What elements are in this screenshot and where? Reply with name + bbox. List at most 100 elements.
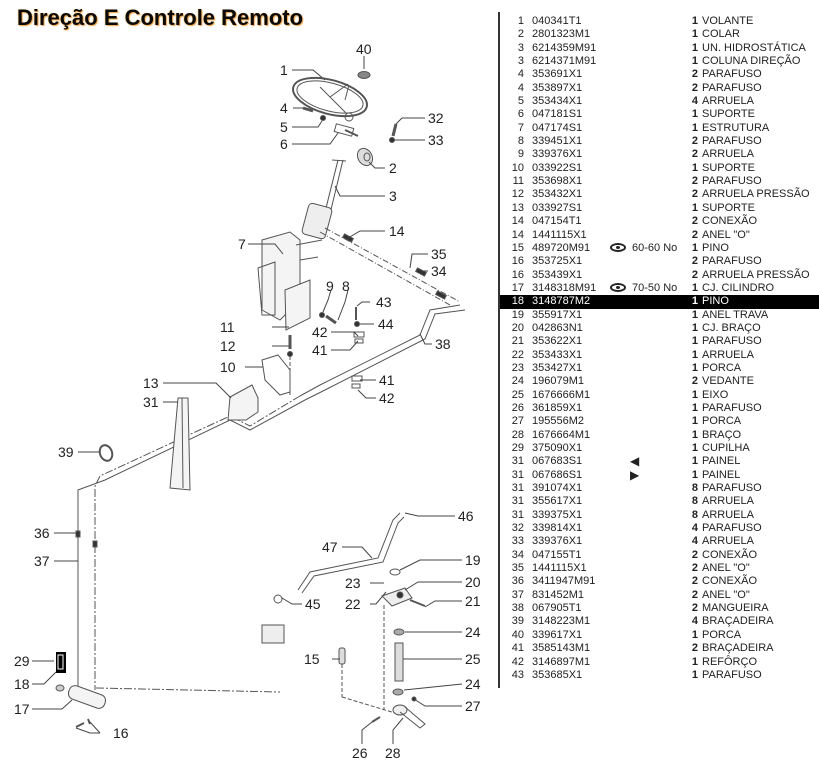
- part-note: ◀: [630, 455, 639, 469]
- ref-number: 4: [517, 68, 524, 81]
- callout: 22: [345, 596, 361, 612]
- quantity: 1: [691, 321, 698, 334]
- callout: 42: [312, 324, 328, 340]
- description: PARAFUSO: [702, 335, 762, 348]
- ref-number: 31: [511, 508, 524, 521]
- description: ARRUELA PRESSÃO: [702, 188, 810, 201]
- ref-number: 10: [511, 161, 524, 174]
- callout: 42: [379, 390, 395, 406]
- ref-number: 23: [511, 361, 524, 374]
- description: ANEL TRAVA: [702, 308, 769, 321]
- structure-part: [257, 231, 323, 331]
- description: VOLANTE: [702, 15, 754, 27]
- part-number: 6214359M91: [532, 41, 597, 54]
- quantity: 2: [691, 548, 698, 561]
- callout: 23: [345, 575, 361, 591]
- ref-number: 31: [511, 468, 524, 481]
- part-number: 3411947M91: [532, 575, 596, 588]
- quantity: 1: [691, 241, 698, 254]
- bolt-26: [371, 716, 381, 723]
- callout: 15: [304, 651, 320, 667]
- quantity: 1: [691, 388, 698, 401]
- quantity: 1: [691, 401, 698, 414]
- shaft-25: [394, 642, 404, 682]
- part-number: 195556M2: [532, 415, 584, 428]
- callout: 2: [389, 160, 397, 176]
- quantity: 2: [691, 642, 698, 655]
- ref-number: 25: [511, 388, 524, 401]
- ref-number: 13: [511, 201, 524, 214]
- part-number: 339814X1: [532, 522, 583, 535]
- description: ARRUELA: [702, 535, 754, 548]
- part-number: 047174S1: [532, 121, 583, 134]
- part-number: 1441115X1: [532, 562, 587, 575]
- callout: 46: [458, 508, 474, 524]
- eye-icon: [610, 283, 626, 293]
- description: BRAÇADEIRA: [702, 642, 774, 655]
- panel-31: [169, 397, 191, 491]
- part-number: 042863N1: [532, 321, 583, 334]
- ref-number: 11: [512, 175, 524, 188]
- part-number: 353698X1: [532, 175, 583, 188]
- seal-24-top: [393, 628, 405, 636]
- description: CONEXÃO: [702, 215, 758, 228]
- description: VEDANTE: [702, 375, 754, 388]
- quantity: 8: [691, 508, 698, 521]
- description: PARAFUSO: [702, 522, 762, 535]
- part-number: 1676666M1: [532, 388, 591, 401]
- part-number: 3148223M1: [532, 615, 591, 628]
- description: ESTRUTURA: [702, 121, 770, 134]
- quantity: 1: [691, 281, 698, 294]
